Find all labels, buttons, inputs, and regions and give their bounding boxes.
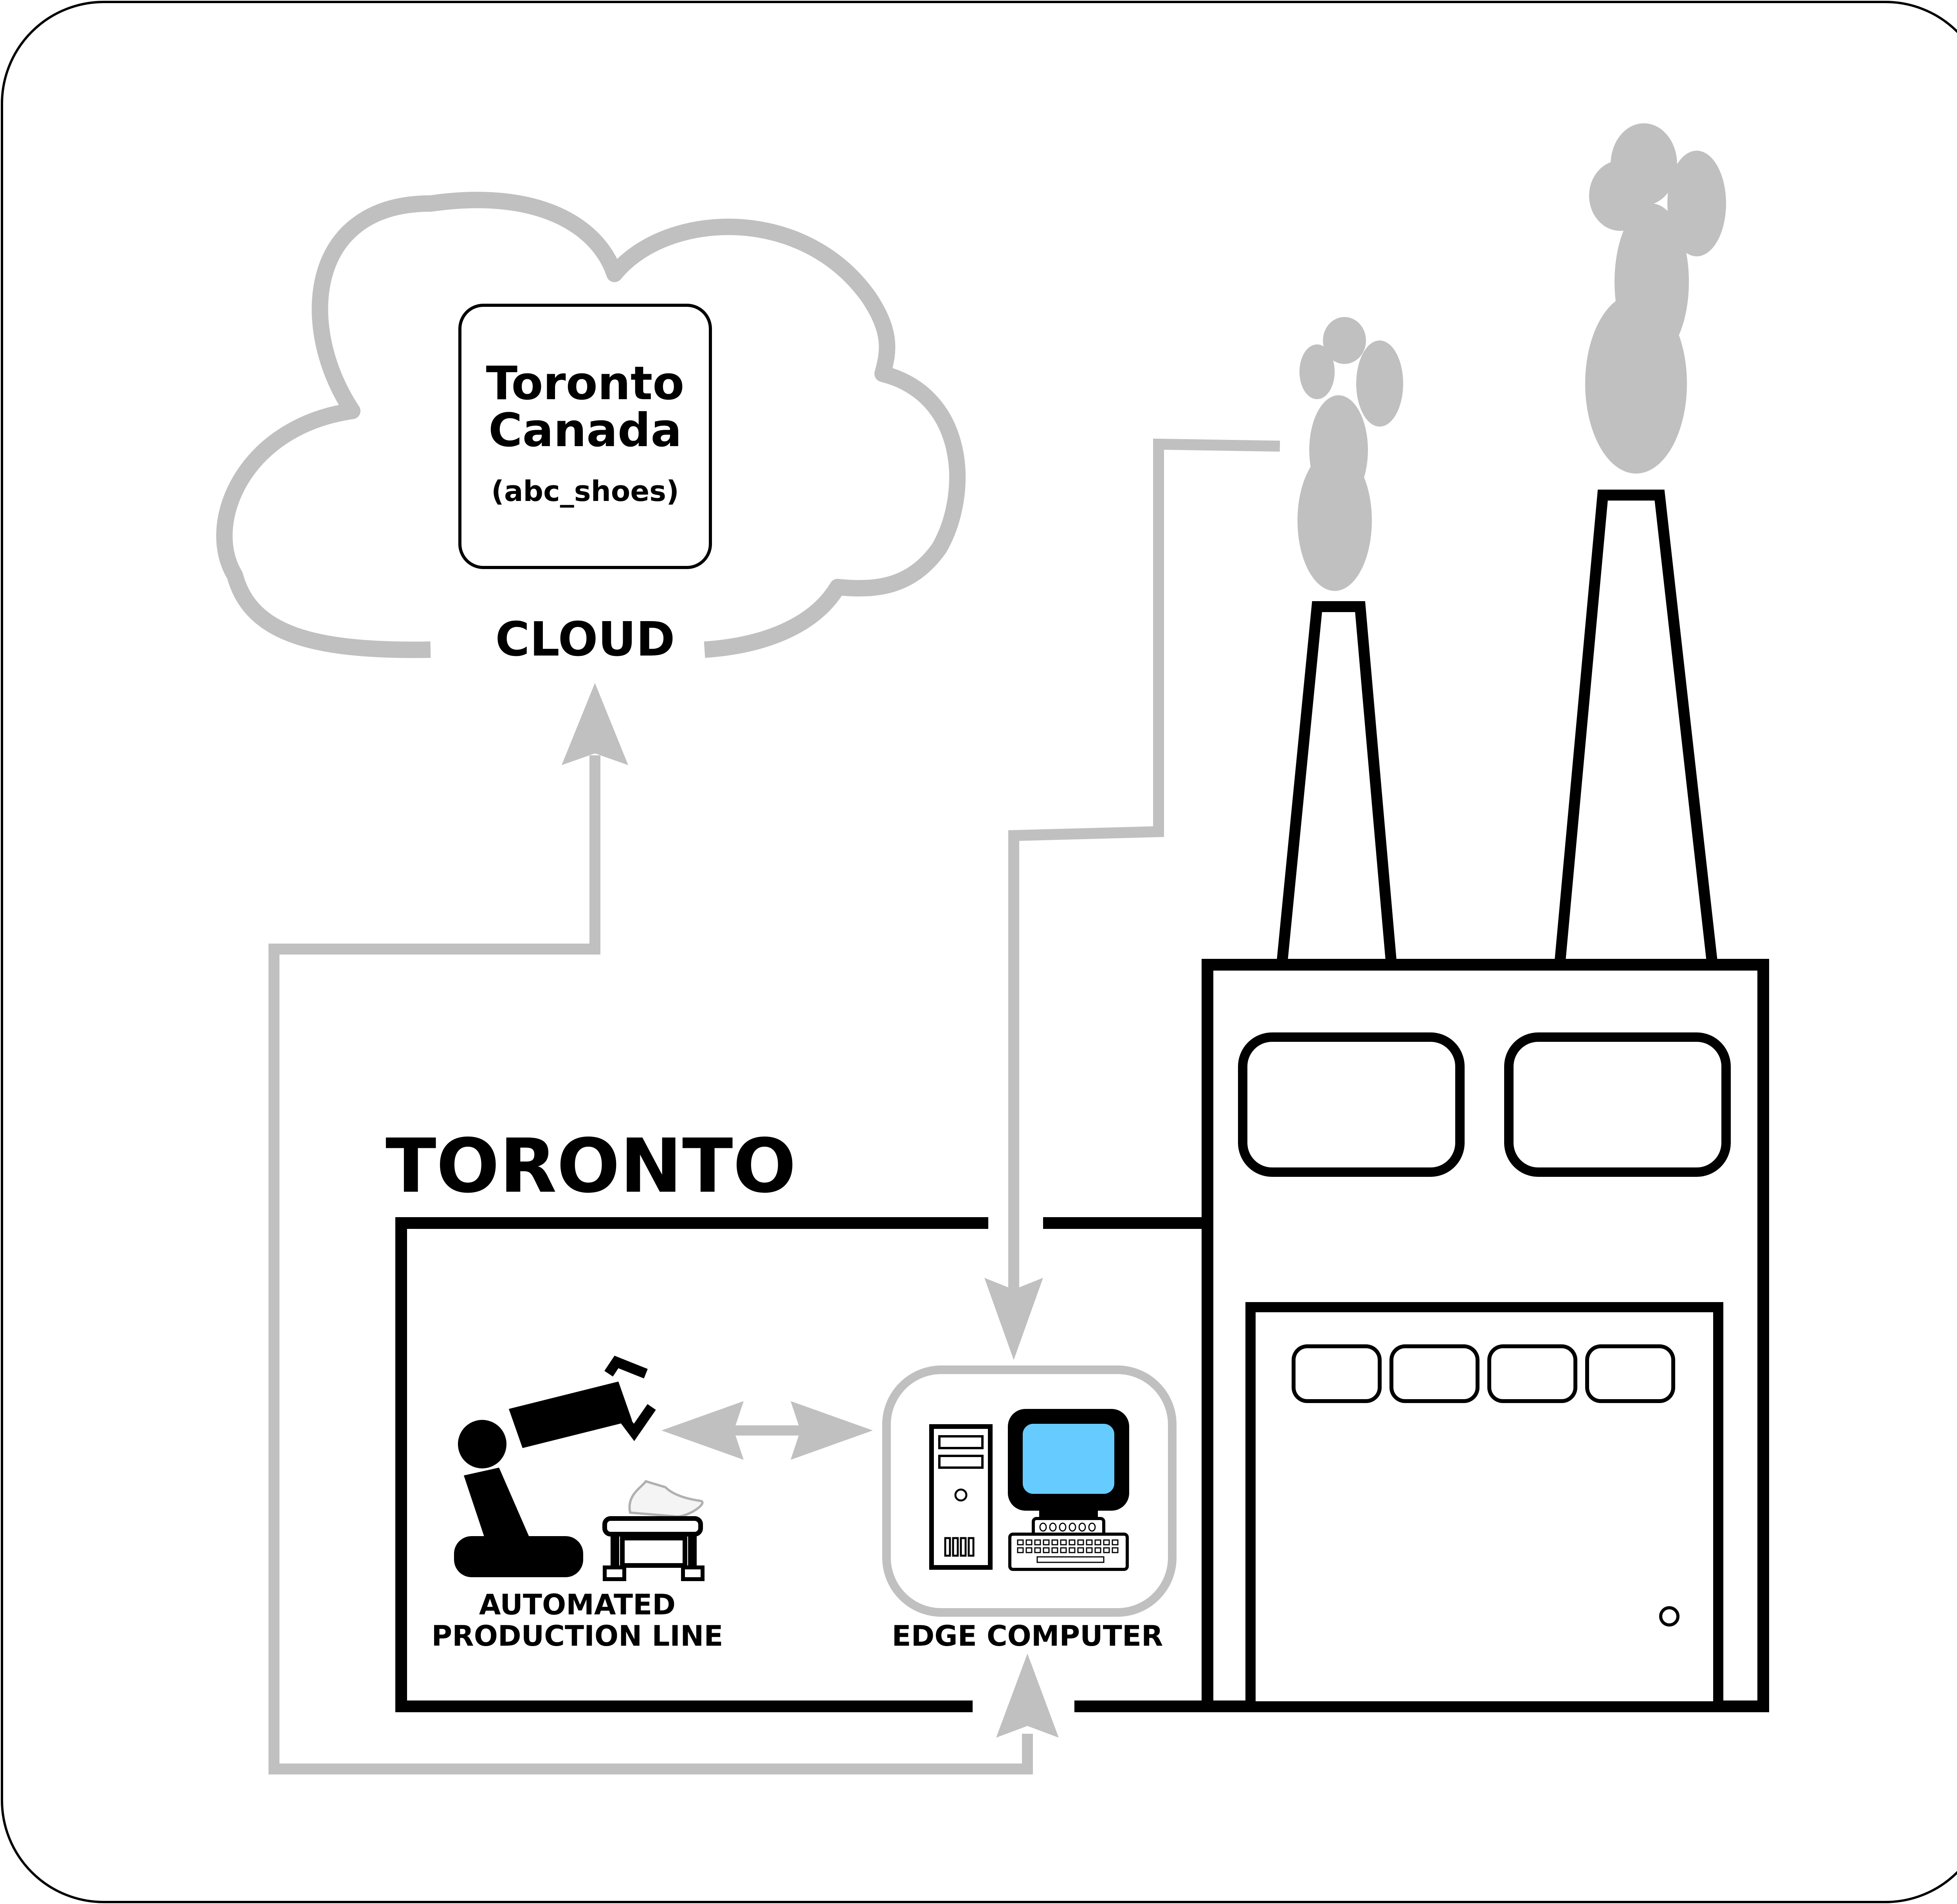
factory-door-handle (1659, 1606, 1679, 1627)
edge-computer-icon (882, 1365, 1177, 1617)
cloud-account-label: (abc_shoes) (491, 475, 679, 508)
cloud-region-box (458, 304, 712, 569)
edge-to-cloud-connector (269, 755, 1033, 1774)
computer-screen (1020, 1421, 1117, 1496)
bidirectional-arrow (661, 1401, 873, 1460)
site-label: TORONTO (386, 1123, 796, 1209)
factory-upper-window-left (1238, 1032, 1465, 1177)
keyboard-icon (1008, 1533, 1129, 1571)
arrowhead-up-to-edge-computer (996, 1654, 1059, 1738)
shoe-icon (628, 1480, 704, 1518)
production-line-label-line1: AUTOMATED (479, 1588, 676, 1621)
production-line-label-line2: PRODUCTION LINE (431, 1619, 723, 1652)
cloud-location-line2: Canada (488, 403, 682, 457)
factory-to-edge-connector (1008, 438, 1280, 1292)
edge-computer-label: EDGE COMPUTER (892, 1619, 1163, 1652)
arrowhead-down-to-edge-computer (984, 1278, 1043, 1360)
cloud-label: CLOUD (495, 612, 675, 667)
arrowhead-up-to-cloud (562, 683, 628, 765)
desktop-computer-icon (1008, 1409, 1129, 1538)
robot-arm-icon (454, 1356, 656, 1577)
chimney-right (1553, 490, 1719, 970)
cloud-outline (216, 192, 966, 658)
factory-door-window-1 (1292, 1344, 1382, 1403)
smoke-left (1297, 317, 1403, 591)
cloud-icon (216, 192, 966, 658)
factory-upper-window-right (1504, 1032, 1731, 1177)
factory-door-window-2 (1389, 1344, 1479, 1403)
smoke-right (1585, 123, 1726, 474)
site-boundary (395, 1217, 1207, 1712)
factory-door-window-4 (1585, 1344, 1675, 1403)
conveyor-icon (602, 1516, 705, 1581)
chimney-left (1276, 601, 1398, 970)
factory-door-window-3 (1487, 1344, 1577, 1403)
factory-icon (1202, 123, 1769, 1712)
cloud-location-line1: Toronto (486, 356, 685, 410)
